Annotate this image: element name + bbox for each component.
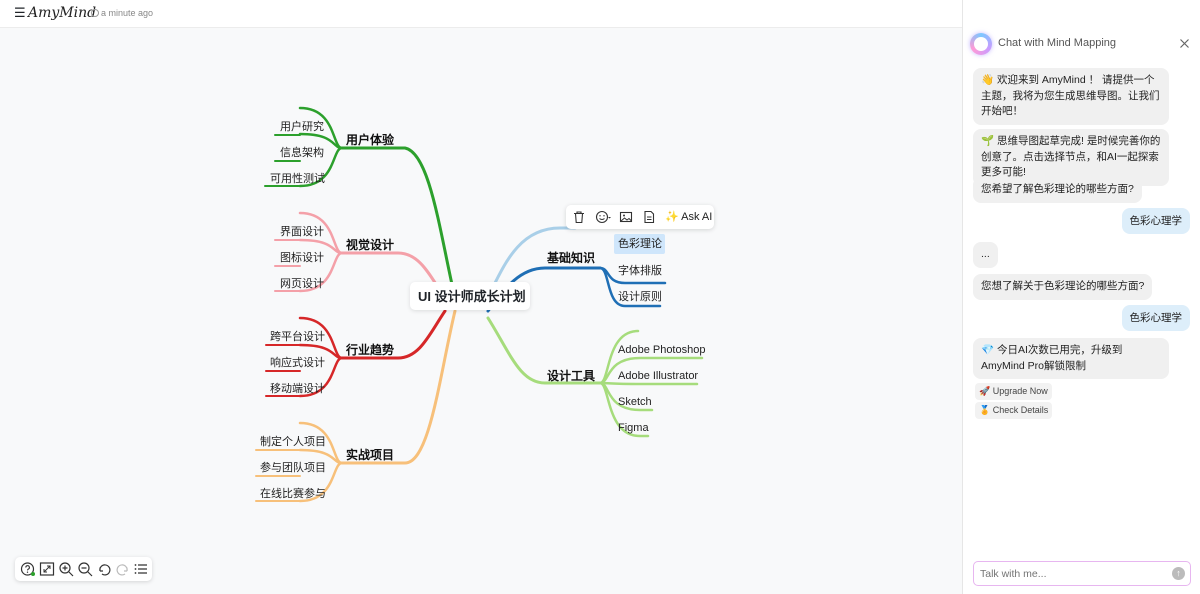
user-message: 色彩心理学	[1121, 208, 1190, 234]
chat-title: Chat with Mind Mapping	[998, 37, 1117, 49]
leaf-node[interactable]: 参与团队项目	[260, 462, 326, 474]
leaf-node[interactable]: 信息架构	[280, 147, 324, 159]
help-icon[interactable]	[20, 561, 36, 577]
undo-icon[interactable]	[96, 561, 112, 577]
canvas-toolbar	[15, 557, 152, 581]
send-icon[interactable]: ↑	[1172, 567, 1185, 580]
root-node-label: UI 设计师成长计划	[418, 289, 526, 304]
menu-icon[interactable]: ☰	[14, 5, 26, 20]
trash-icon[interactable]	[572, 210, 586, 224]
clock-icon	[91, 9, 99, 17]
leaf-node[interactable]: Figma	[618, 422, 649, 434]
branch-node-tools[interactable]: 设计工具	[547, 369, 596, 383]
node-toolbar: ✨ Ask AI	[566, 205, 714, 229]
fit-screen-icon[interactable]	[39, 561, 55, 577]
leaf-node[interactable]: 字体排版	[618, 265, 662, 277]
image-icon[interactable]	[619, 210, 633, 224]
leaf-node-selected[interactable]: 色彩理论	[618, 238, 662, 250]
leaf-node[interactable]: 用户研究	[280, 121, 324, 133]
leaf-node[interactable]: Adobe Photoshop	[618, 344, 706, 356]
app-logo[interactable]: AmyMind	[28, 5, 97, 21]
ai-message: 👋 欢迎来到 AmyMind ！ 请提供一个主题，我将为您生成思维导图。让我们开…	[973, 68, 1169, 125]
branch-node-practice[interactable]: 实战项目	[346, 448, 395, 462]
ai-message: 您希望了解色彩理论的哪些方面?	[973, 177, 1142, 203]
note-icon[interactable]	[642, 210, 656, 224]
leaf-node[interactable]: 响应式设计	[270, 357, 325, 369]
redo-icon[interactable]	[115, 561, 131, 577]
ai-message: 🌱 思维导图起草完成! 是时候完善你的创意了。点击选择节点，和AI一起探索更多可…	[973, 129, 1169, 186]
leaf-node[interactable]: Sketch	[618, 396, 652, 408]
branch-node-trends[interactable]: 行业趋势	[346, 343, 395, 357]
leaf-node[interactable]: Adobe Illustrator	[618, 370, 699, 382]
leaf-node[interactable]: 移动端设计	[270, 383, 325, 395]
assistant-avatar	[970, 33, 992, 55]
ai-message: 您想了解关于色彩理论的哪些方面?	[973, 274, 1153, 300]
leaf-node[interactable]: 界面设计	[280, 226, 324, 238]
top-bar: ☰ AmyMind a minute ago	[0, 0, 1184, 28]
user-message: 色彩心理学	[1121, 305, 1190, 331]
leaf-node[interactable]: 制定个人项目	[260, 436, 326, 448]
close-icon[interactable]	[1179, 38, 1190, 49]
leaf-node[interactable]: 在线比赛参与	[260, 488, 326, 500]
check-details-button[interactable]: 🏅 Check Details	[975, 402, 1053, 419]
branch-node-basics[interactable]: 基础知识	[547, 251, 596, 265]
selected-node-highlight	[614, 234, 665, 254]
chat-input[interactable]	[980, 566, 1165, 581]
outline-icon[interactable]	[133, 561, 149, 577]
mindmap-connectors	[255, 106, 704, 503]
emoji-icon[interactable]	[595, 210, 611, 224]
ai-message: 💎 今日AI次数已用完，升级到AmyMind Pro解锁限制	[973, 338, 1169, 379]
mindmap-canvas[interactable]: UI 设计师成长计划 用户体验 视觉设计 行业趋势 实战项目 基础知识 设计工具…	[0, 28, 962, 594]
save-status: a minute ago	[101, 8, 154, 18]
leaf-node[interactable]: 可用性测试	[270, 173, 325, 185]
zoom-in-icon[interactable]	[58, 561, 74, 577]
ai-message: ...	[973, 242, 998, 268]
leaf-node[interactable]: 设计原则	[618, 291, 662, 303]
branch-node-ux[interactable]: 用户体验	[346, 133, 395, 147]
root-node[interactable]: UI 设计师成长计划	[410, 282, 530, 310]
zoom-out-icon[interactable]	[77, 561, 93, 577]
branch-node-visual[interactable]: 视觉设计	[346, 238, 395, 252]
leaf-node[interactable]: 网页设计	[280, 278, 324, 290]
leaf-node[interactable]: 跨平台设计	[270, 331, 325, 343]
upgrade-now-button[interactable]: 🚀 Upgrade Now	[975, 383, 1052, 400]
chat-panel: Chat with Mind Mapping 👋 欢迎来到 AmyMind ！ …	[962, 0, 1200, 594]
ask-ai-button[interactable]: ✨ Ask AI	[665, 211, 713, 223]
leaf-node[interactable]: 图标设计	[280, 252, 324, 264]
chat-input-box: ↑	[973, 561, 1191, 586]
